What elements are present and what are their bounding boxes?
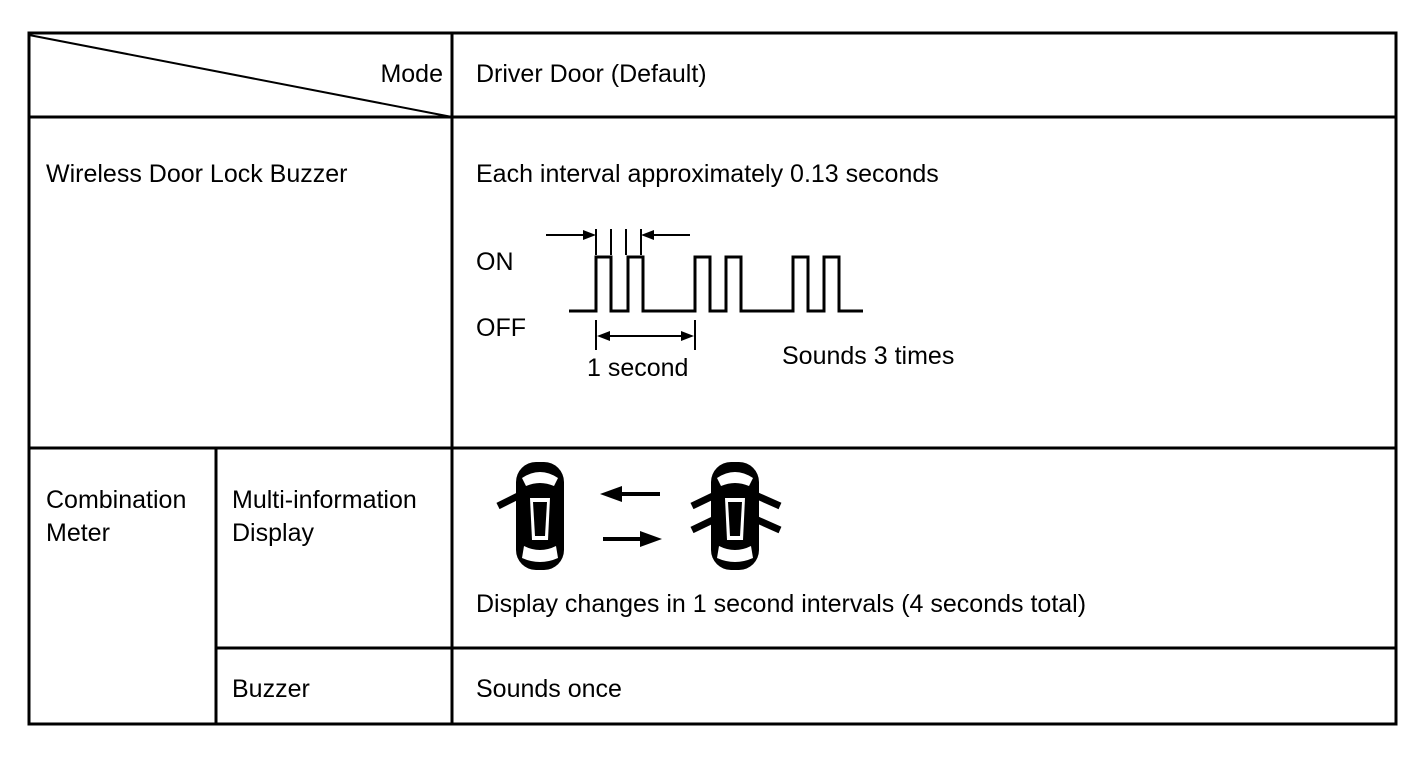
combination-meter-label-line1: Combination xyxy=(46,486,187,514)
sounds-count-label: Sounds 3 times xyxy=(782,342,955,370)
meter-buzzer-value: Sounds once xyxy=(476,675,622,703)
multi-info-display-label-line1: Multi-information xyxy=(232,486,417,514)
buzzer-row-label: Wireless Door Lock Buzzer xyxy=(46,160,348,188)
header-diagonal xyxy=(28,34,453,118)
on-off-waveform xyxy=(569,255,863,313)
combination-meter-label-line2: Meter xyxy=(46,519,110,547)
one-second-label: 1 second xyxy=(587,354,689,382)
arrow-left-icon xyxy=(600,486,660,502)
mode-header: Mode xyxy=(380,60,443,88)
one-second-dimension xyxy=(595,320,696,350)
car-all-doors-open-icon xyxy=(690,462,782,570)
arrow-right-icon xyxy=(603,531,662,547)
interval-markers xyxy=(546,229,690,255)
meter-buzzer-label: Buzzer xyxy=(232,675,310,703)
multi-info-display-label-line2: Display xyxy=(232,519,314,547)
interval-description: Each interval approximately 0.13 seconds xyxy=(476,160,939,188)
display-caption: Display changes in 1 second intervals (4… xyxy=(476,590,1087,618)
mode-value: Driver Door (Default) xyxy=(476,60,707,88)
on-label: ON xyxy=(476,248,514,276)
off-label: OFF xyxy=(476,314,526,342)
car-door-open-icon xyxy=(496,462,564,570)
table-border xyxy=(27,31,1398,726)
